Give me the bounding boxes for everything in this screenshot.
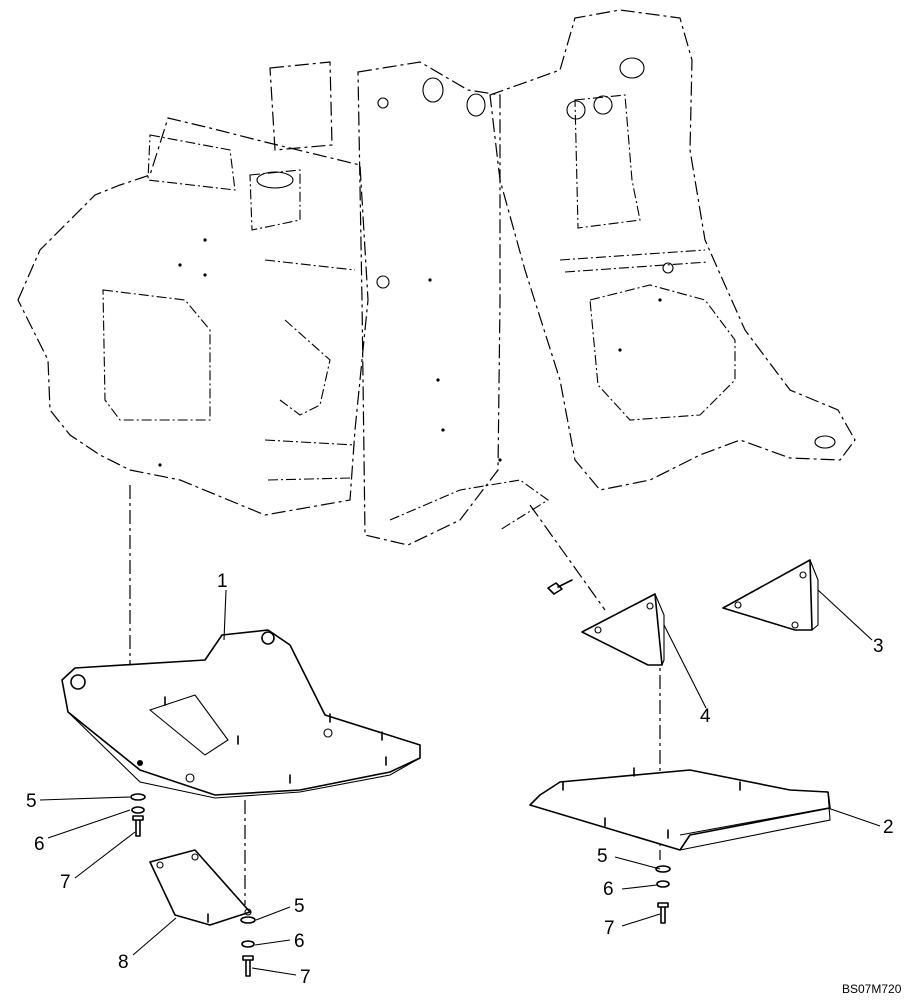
callout-7-right: 7 [604, 918, 615, 939]
callout-5-right: 5 [597, 846, 608, 867]
loader-frame [17, 9, 856, 546]
part-8-cover-plate [149, 849, 252, 926]
callout-6-left: 6 [34, 834, 45, 855]
part-4-bracket [581, 593, 665, 666]
hardware-stack-bottom [240, 916, 256, 977]
drawing-reference: BS07M720 [842, 982, 902, 996]
callout-5-left: 5 [26, 791, 37, 812]
callouts: 1 2 3 4 5 6 7 8 5 6 7 5 6 7 [26, 571, 894, 988]
hardware-stack-left [130, 793, 146, 837]
callout-4: 4 [700, 706, 711, 727]
callout-5-bottom: 5 [294, 896, 305, 917]
leader-lines [39, 589, 881, 976]
callout-6-bottom: 6 [294, 931, 305, 952]
callout-1: 1 [217, 571, 228, 592]
part-2-skid-plate [529, 767, 831, 851]
hardware-stack-right [655, 865, 671, 924]
callout-3: 3 [873, 636, 884, 657]
callout-7-bottom: 7 [300, 967, 311, 988]
callout-2: 2 [883, 817, 894, 838]
callout-7-left: 7 [60, 872, 71, 893]
part-3-bracket [722, 559, 819, 631]
callout-6-right: 6 [603, 879, 614, 900]
part-1-skid-plate [61, 629, 421, 799]
mounting-screw [547, 579, 573, 595]
callout-8: 8 [118, 952, 129, 973]
